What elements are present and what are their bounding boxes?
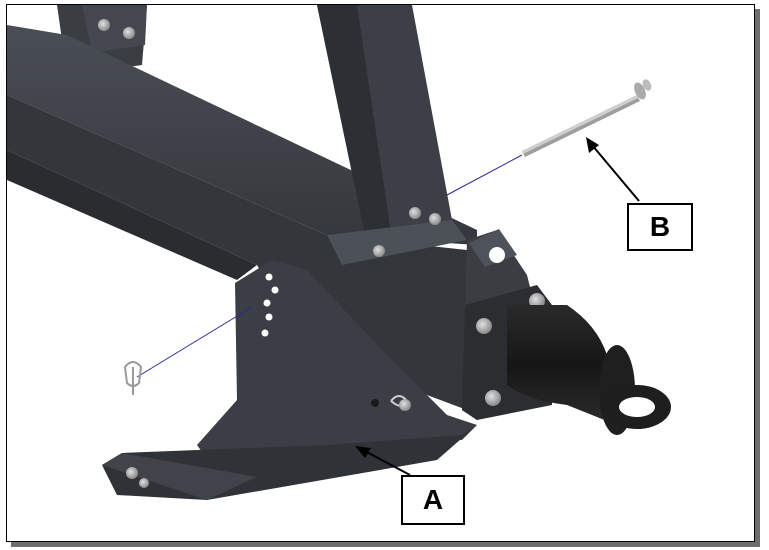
linchpin-clip [123,361,143,395]
callout-arrow-b [586,137,640,202]
hitch-pin [522,79,652,157]
callout-label-b: B [627,203,693,251]
pin-leader-line [446,154,523,196]
callout-arrow-a [355,446,411,476]
hitch-assembly-illustration [7,5,671,500]
clip-leader-line [136,306,253,378]
leg-bracket [102,260,477,500]
callout-label-a: A [401,475,465,525]
tow-eye-hitch [507,305,671,435]
diagram-frame: A B [6,4,755,542]
right-upright-post [317,5,467,265]
